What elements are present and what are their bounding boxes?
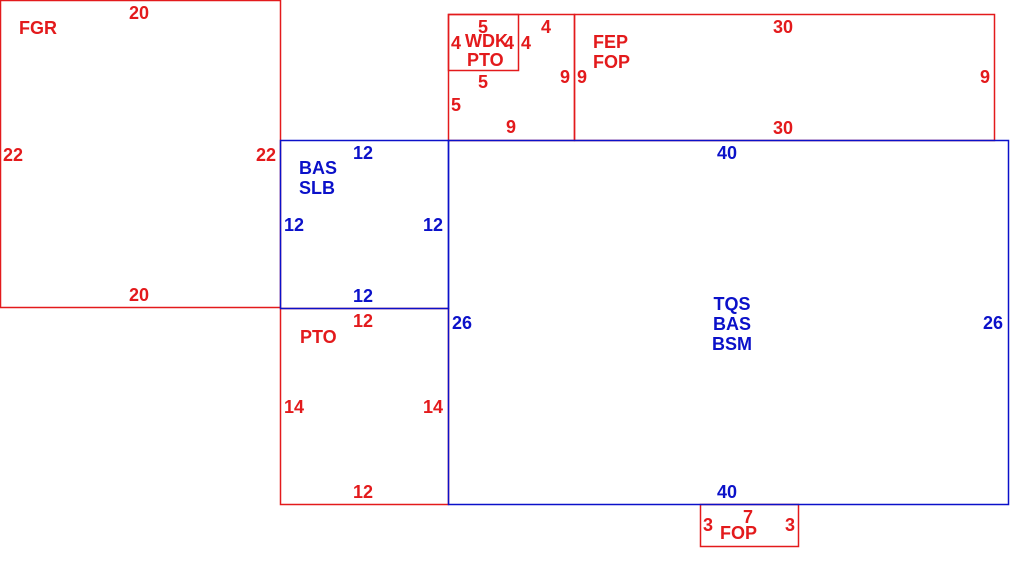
area-pto-dim-top: 12 (353, 311, 373, 331)
area-fgr-dim-bottom: 20 (129, 285, 149, 305)
area-main[interactable]: TQS BAS BSM 40 40 26 26 (447, 139, 1010, 506)
area-pto-dim-right: 14 (423, 397, 443, 417)
area-wdk-dim-left: 4 (451, 33, 461, 53)
area-fep-dim-left: 9 (577, 67, 587, 87)
area-main-dim-right: 26 (983, 313, 1003, 333)
area-wdk-dim-right: 4 (504, 33, 514, 53)
area-main-outline (447, 139, 1010, 506)
area-fgr-dim-left: 22 (3, 145, 23, 165)
area-wdk-lower-dim-right: 9 (560, 67, 570, 87)
area-wdk[interactable]: WDK PTO 5 5 4 4 (447, 13, 520, 93)
area-fep-label-2: FOP (593, 52, 630, 72)
area-fgr-dim-right: 22 (256, 145, 276, 165)
area-fgr-label: FGR (19, 18, 57, 38)
area-main-dim-top: 40 (717, 143, 737, 163)
area-fgr-outline (0, 0, 282, 309)
area-fop[interactable]: FOP 7 3 3 (699, 503, 800, 548)
area-fop-dim-top: 7 (743, 507, 753, 527)
area-main-dim-bottom: 40 (717, 482, 737, 502)
area-fep-label: FEP (593, 32, 628, 52)
area-wdk-side-dim-right: 4 (521, 33, 531, 53)
area-bas-slb-dim-right: 12 (423, 215, 443, 235)
area-fop-label: FOP (720, 523, 757, 543)
area-fgr[interactable]: FGR 20 20 22 22 (0, 0, 282, 309)
area-main-label: TQS (713, 294, 750, 314)
area-bas-slb-label: BAS (299, 158, 337, 178)
area-wdk-label-2: PTO (467, 50, 504, 70)
area-wdk-side: 4 4 5 9 (451, 17, 551, 137)
area-fgr-dim-top: 20 (129, 3, 149, 23)
area-wdk-side-dim-bottom: 9 (506, 117, 516, 137)
area-bas-slb-dim-bottom: 12 (353, 286, 373, 306)
area-pto-label: PTO (300, 327, 337, 347)
area-fep-dim-bottom: 30 (773, 118, 793, 138)
area-fep[interactable]: FEP FOP 30 30 9 9 (573, 13, 996, 142)
area-wdk-side-dim-left: 5 (451, 95, 461, 115)
area-wdk-dim-bottom: 5 (478, 72, 488, 92)
area-main-label-3: BSM (712, 334, 752, 354)
area-wdk-dim-top: 5 (478, 17, 488, 37)
area-bas-slb[interactable]: BAS SLB 12 12 12 12 (279, 139, 450, 310)
area-bas-slb-label-2: SLB (299, 178, 335, 198)
area-pto-dim-bottom: 12 (353, 482, 373, 502)
area-pto[interactable]: PTO 12 12 14 14 (279, 307, 450, 506)
area-bas-slb-dim-left: 12 (284, 215, 304, 235)
area-pto-dim-left: 14 (284, 397, 304, 417)
area-fep-dim-top: 30 (773, 17, 793, 37)
area-fep-dim-right: 9 (980, 67, 990, 87)
area-bas-slb-dim-top: 12 (353, 143, 373, 163)
area-main-label-2: BAS (713, 314, 751, 334)
area-fop-dim-right: 3 (785, 515, 795, 535)
area-fop-dim-left: 3 (703, 515, 713, 535)
area-wdk-label: WDK (465, 31, 508, 51)
area-wdk-side-dim-top: 4 (541, 17, 551, 37)
area-main-dim-left: 26 (452, 313, 472, 333)
